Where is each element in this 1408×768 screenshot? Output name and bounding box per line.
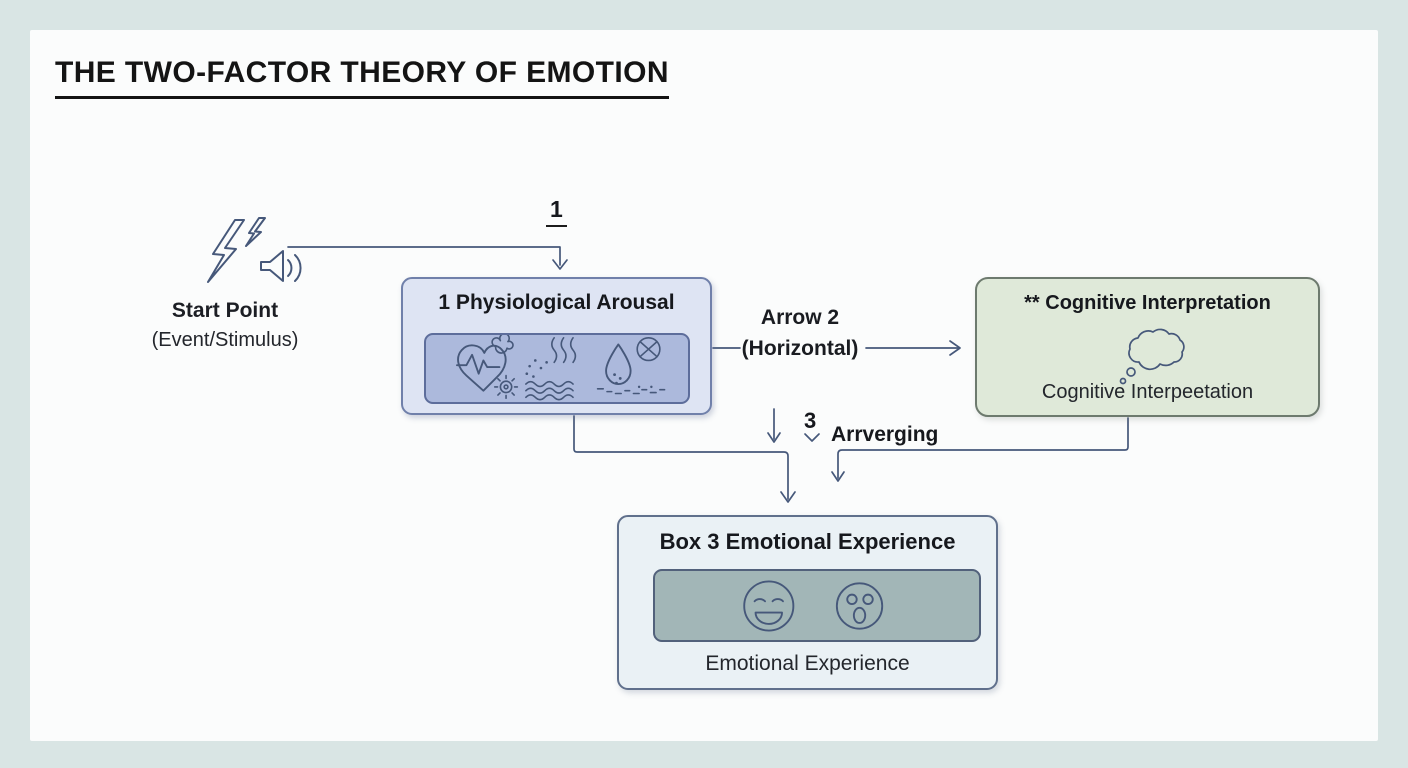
arousal-icons: [456, 332, 666, 401]
emotional-experience-caption: Emotional Experience: [705, 652, 910, 675]
emotional-experience-title: Box 3 Emotional Experience: [659, 529, 956, 554]
heart-ecg-gear-icon: [456, 332, 519, 400]
physiological-arousal-title: 1 Physiological Arousal: [438, 291, 675, 314]
physiological-arousal-box: 1 Physiological Arousal: [401, 277, 712, 415]
arrow-3-label: Arrverging: [831, 423, 939, 446]
cognitive-interpretation-title: ** Cognitive Interpretation: [1024, 292, 1271, 314]
emotion-icons: [743, 580, 884, 632]
arousal-icons-panel: [424, 332, 690, 404]
water-drop-crossed-circle-icon: [596, 337, 666, 395]
lightning-speaker-icon: [207, 217, 302, 283]
thought-cloud-icon: [1119, 328, 1185, 385]
surprised-face-icon: [835, 582, 884, 630]
page-title: THE TWO-FACTOR THEORY OF EMOTION: [55, 56, 669, 99]
arrow-1-label: 1: [546, 196, 567, 227]
arrow-2-label: Arrow 2 (Horizontal): [733, 302, 867, 364]
start-point-sublabel: (Event/Stimulus): [151, 329, 299, 351]
emotion-icons-panel: [653, 569, 981, 642]
arrow-3-number: 3: [804, 408, 817, 433]
arrow-2-label-line1: Arrow 2: [760, 306, 840, 329]
start-point: Start Point (Event/Stimulus): [115, 299, 335, 352]
sweat-heat-waves-icon: [525, 337, 577, 401]
happy-face-icon: [743, 580, 795, 632]
arrow-2-label-line2: (Horizontal): [741, 337, 859, 360]
cognitive-interpretation-caption: Cognitive Interpeetation: [1041, 381, 1254, 403]
emotional-experience-box: Box 3 Emotional Experience Emotional Exp…: [617, 515, 998, 690]
start-point-label: Start Point: [171, 299, 279, 322]
cognitive-interpretation-box: ** Cognitive Interpretation Cognitive In…: [975, 277, 1320, 417]
